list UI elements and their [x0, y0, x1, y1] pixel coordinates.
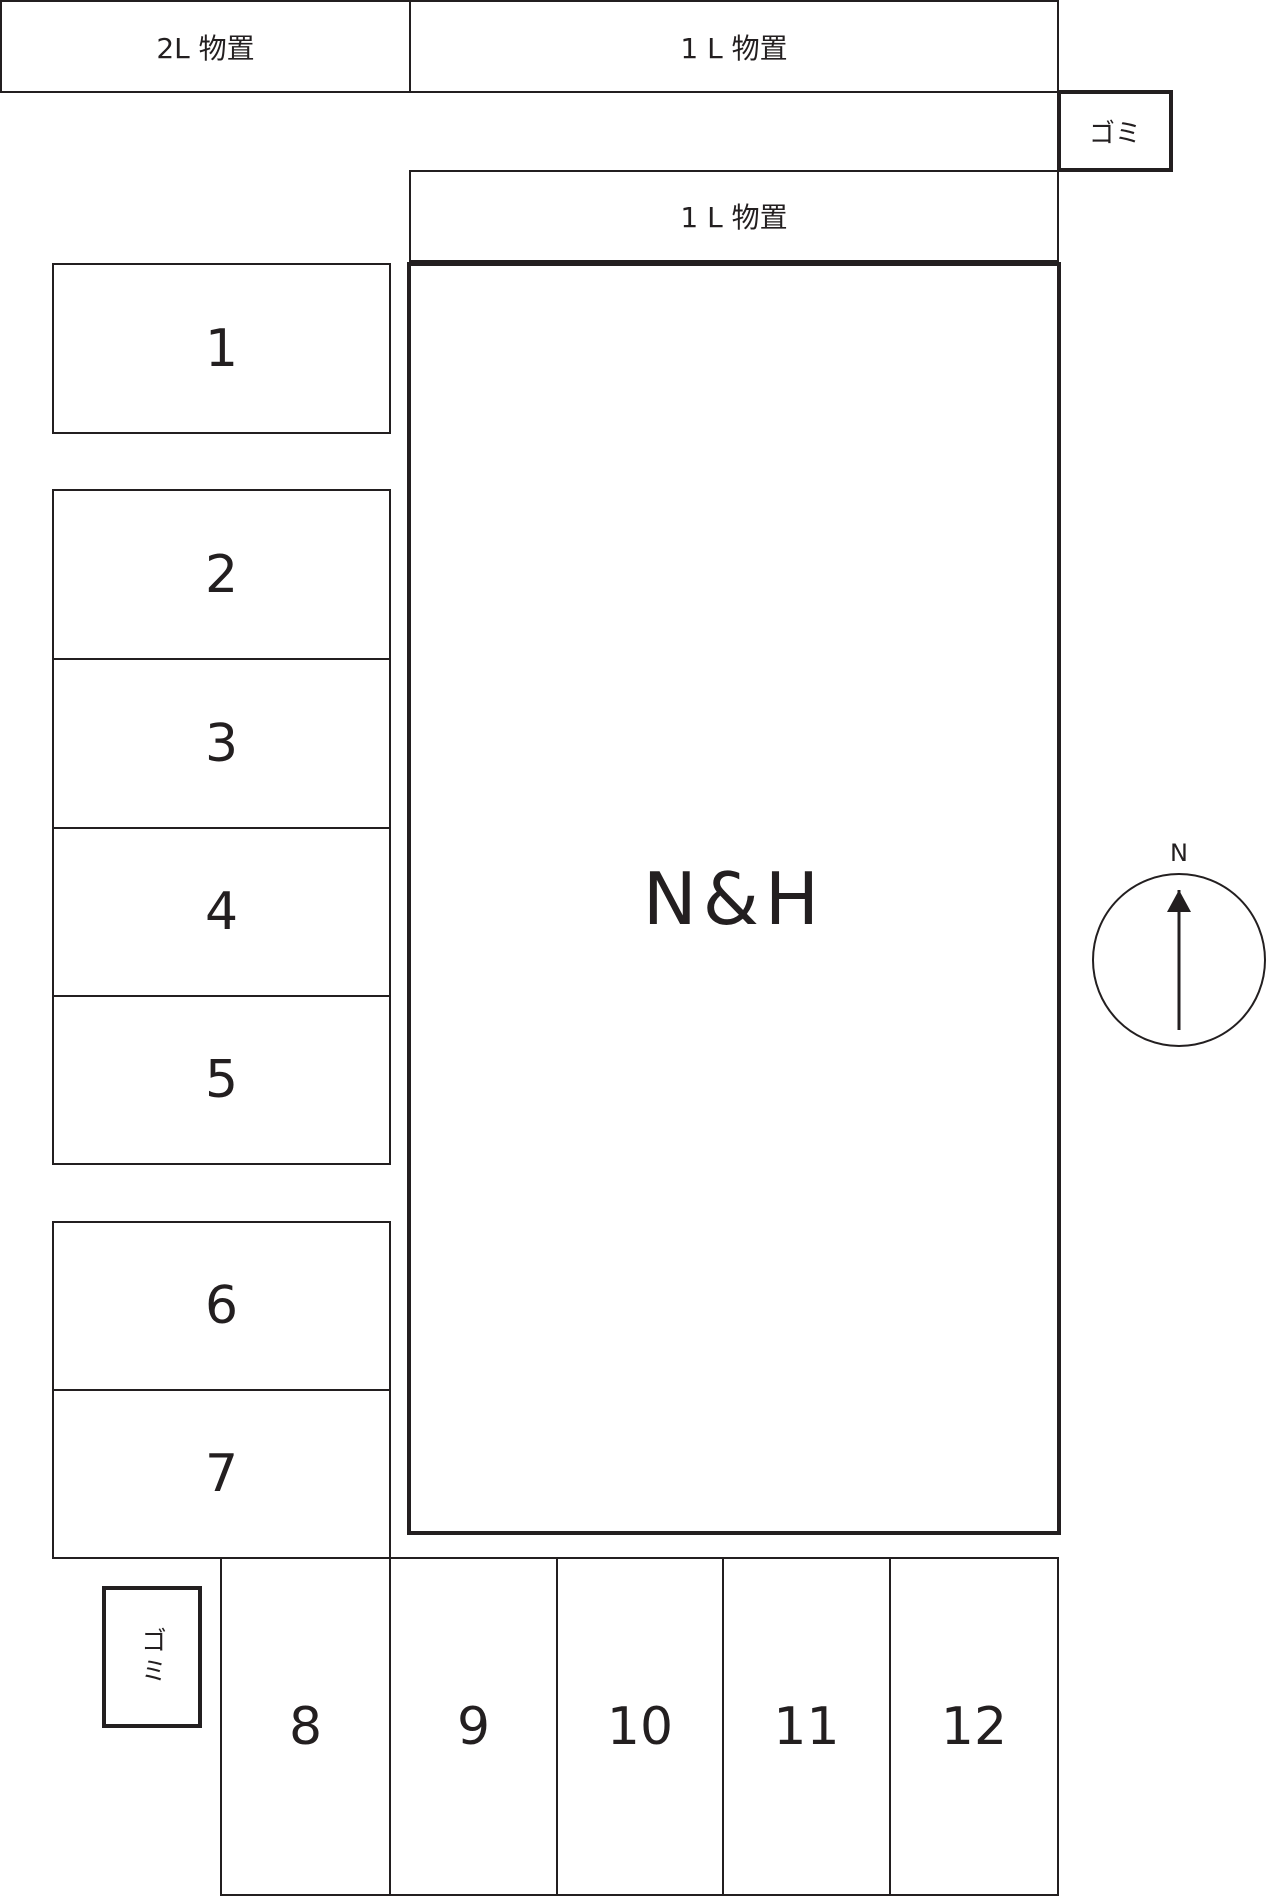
parking-space-label: 11	[773, 1696, 840, 1757]
parking-space-label: 12	[940, 1696, 1008, 1757]
parking-space-label: 9	[456, 1696, 491, 1757]
parking-space-label: 6	[204, 1276, 239, 1336]
parking-space-label: 2	[204, 544, 239, 605]
parking-space-label: 4	[204, 882, 239, 942]
compass-arrow-head	[1167, 890, 1191, 912]
parking-space-3: 3	[52, 658, 391, 829]
parking-space-4: 4	[52, 827, 391, 997]
storage-1l-label: 1 L 物置	[680, 31, 788, 65]
north-compass-icon: N	[1092, 839, 1266, 1047]
parking-space-11: 11	[722, 1557, 891, 1896]
compass-circle	[1092, 873, 1266, 1047]
parking-space-10: 10	[556, 1557, 724, 1896]
garbage-label-bottom: ゴミ	[136, 1627, 167, 1687]
garbage-label-top: ゴミ	[1088, 118, 1141, 149]
storage-1l-second: 1 L 物置	[409, 170, 1059, 262]
building-label: N&H	[642, 856, 826, 941]
parking-space-9: 9	[389, 1557, 558, 1896]
storage-1l-second-label: 1 L 物置	[680, 201, 788, 234]
parking-space-label: 10	[606, 1696, 674, 1757]
parking-space-12: 12	[889, 1557, 1059, 1896]
parking-space-5: 5	[52, 995, 391, 1165]
storage-2l-label: 2L 物置	[156, 31, 255, 65]
building-nh: N&H	[407, 262, 1061, 1535]
parking-space-label: 3	[204, 713, 239, 774]
parking-space-1: 1	[52, 263, 391, 434]
storage-1l-top-right: 1 L 物置	[409, 0, 1059, 93]
storage-2l-top-left: 2L 物置	[0, 0, 411, 93]
parking-space-6: 6	[52, 1221, 391, 1391]
parking-space-7: 7	[52, 1389, 391, 1559]
parking-space-label: 5	[204, 1050, 239, 1110]
garbage-area-bottom: ゴミ	[102, 1586, 202, 1728]
parking-space-label: 7	[204, 1444, 239, 1504]
parking-space-label: 1	[204, 318, 239, 379]
parking-space-2: 2	[52, 489, 391, 660]
parking-space-label: 8	[288, 1696, 323, 1757]
parking-space-8: 8	[220, 1557, 391, 1896]
compass-n-label: N	[1170, 839, 1188, 867]
garbage-area-top: ゴミ	[1057, 90, 1173, 172]
